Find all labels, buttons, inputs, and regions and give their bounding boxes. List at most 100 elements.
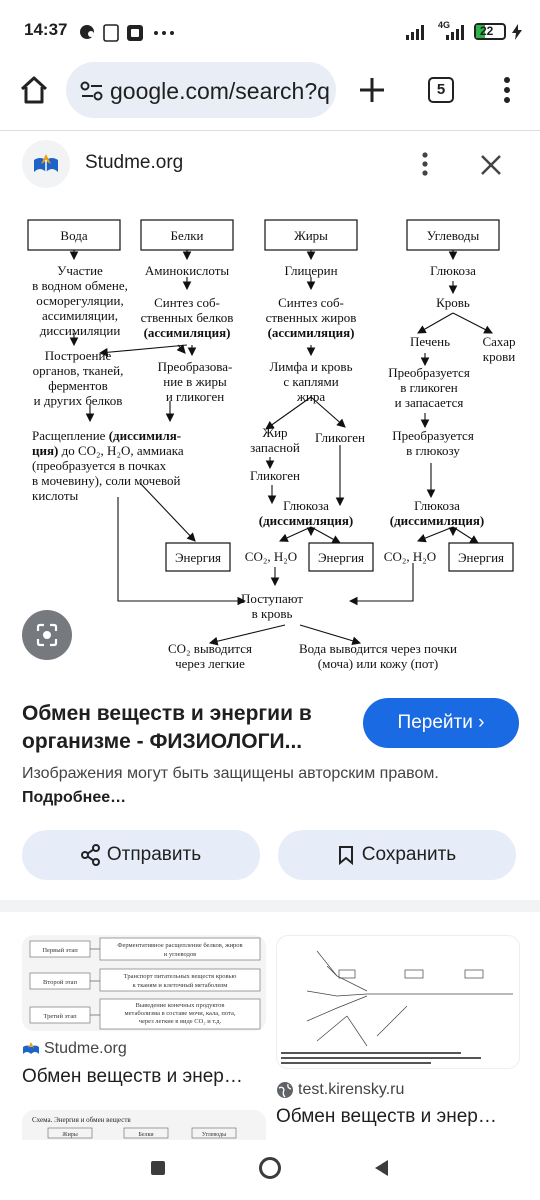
label-proteins: Белки	[171, 228, 204, 243]
metabolism-diagram[interactable]: Вода Белки Жиры Углеводы Энергия Энергия…	[0, 205, 540, 685]
carb-l6: Преобразуется	[388, 365, 470, 380]
bottom-l4: через легкие	[175, 656, 245, 671]
carb-l2: Кровь	[436, 295, 470, 310]
box-energy-1	[165, 542, 231, 572]
chevron-right-icon: ›	[478, 712, 485, 733]
thumb-r2: Второй этап	[43, 979, 77, 986]
bottom-l2: в кровь	[252, 606, 293, 621]
related-thumb-3[interactable]: Схема. Энергия и обмен веществ Жиры Белк…	[22, 1110, 266, 1140]
share-button[interactable]: Отправить	[22, 830, 260, 880]
carb-l11: Глюкоза	[414, 498, 460, 513]
related-title-1[interactable]: Обмен веществ и энер…	[22, 1066, 243, 1087]
thumb3-c2: Белки	[138, 1132, 154, 1138]
thumb3-caption: Схема. Энергия и обмен веществ	[32, 1116, 131, 1124]
home-icon[interactable]	[18, 74, 50, 106]
build-l4: и других белков	[34, 393, 123, 408]
thumb-r3c: метаболизма в составе мочи, кала, пота,	[125, 1010, 236, 1017]
status-bar: 14:37 4G 22	[0, 0, 540, 60]
more-info-link[interactable]: Подробнее…	[22, 789, 127, 806]
carb-l7: в гликоген	[400, 380, 458, 395]
site-settings-icon[interactable]	[80, 80, 104, 102]
build-l3: ферментов	[48, 378, 108, 393]
tab-switcher-button[interactable]: 5	[428, 77, 454, 103]
new-tab-icon[interactable]	[358, 76, 386, 104]
water-l5: диссимиляции	[40, 323, 121, 338]
fat-l8: Жир	[262, 425, 287, 440]
split-l3: (преобразуется в почках	[32, 458, 167, 473]
svg-text:Расщепление (диссимиля-: Расщепление (диссимиля-	[32, 428, 181, 443]
fat-l4: (ассимиляция)	[268, 325, 355, 340]
network-label: 4G	[438, 20, 451, 30]
more-menu-icon[interactable]	[502, 76, 512, 104]
fat-l12: Глюкоза	[283, 498, 329, 513]
label-energy-3: Энергия	[458, 550, 504, 565]
share-icon	[80, 843, 100, 866]
close-icon[interactable]	[480, 154, 502, 176]
lens-icon	[36, 623, 58, 647]
back-icon[interactable]	[372, 1158, 390, 1178]
related-source-2[interactable]: test.kirensky.ru	[298, 1081, 405, 1098]
visit-button-label: Перейти	[397, 712, 473, 733]
box-energy-3	[448, 542, 514, 572]
carb-l12: (диссимиляция)	[390, 513, 484, 528]
visit-button[interactable]: Перейти ›	[363, 698, 519, 748]
svg-text:ция) до CO₂, H₂O, аммиака: ция) до CO₂, H₂O, аммиака	[32, 443, 184, 458]
source-more-icon[interactable]	[420, 152, 430, 178]
protein-l4: (ассимиляция)	[144, 325, 231, 340]
fat-l3: ственных жиров	[266, 310, 357, 325]
share-label: Отправить	[106, 844, 202, 865]
protein-l2: Синтез соб-	[154, 295, 220, 310]
studme-favicon-icon	[23, 1042, 39, 1054]
related-title-2[interactable]: Обмен веществ и энер…	[276, 1106, 497, 1127]
bottom-l5: Вода выводится через почки	[299, 641, 457, 656]
battery-icon: 22	[474, 23, 506, 40]
fat-l9: запасной	[250, 440, 300, 455]
carb-l10: в глюкозу	[406, 443, 460, 458]
system-nav-bar	[0, 1140, 540, 1200]
split-l5: кислоты	[32, 488, 79, 503]
fat-l5: Лимфа и кровь	[269, 359, 352, 374]
split-l4: в мочевину), соли мочевой	[32, 473, 181, 488]
home-nav-icon[interactable]	[259, 1157, 281, 1179]
bottom-l3: CO₂ выводится	[168, 641, 252, 656]
save-button[interactable]: Сохранить	[278, 830, 516, 880]
fat-l11: Гликоген	[315, 430, 365, 445]
save-label: Сохранить	[361, 844, 457, 865]
box-energy-2	[308, 542, 374, 572]
bottom-l6: (моча) или кожу (пот)	[318, 656, 438, 671]
related-source-1[interactable]: Studme.org	[44, 1040, 127, 1057]
carb-l4: Сахар	[482, 334, 515, 349]
protein-l1: Аминокислоты	[145, 263, 230, 278]
fat-l10: Гликоген	[250, 468, 300, 483]
source-favicon	[22, 140, 70, 188]
source-name[interactable]: Studme.org	[85, 152, 184, 173]
stages-diagram-thumb: Первый этап Ферментативное расщепление б…	[29, 937, 261, 1030]
related-thumb-2[interactable]	[276, 935, 520, 1069]
result-title[interactable]: Обмен веществ и энергии в организме - ФИ…	[22, 702, 312, 753]
split-l2a: ция)	[32, 443, 58, 458]
thumb3-c1: Жиры	[62, 1132, 78, 1138]
lens-button[interactable]	[22, 610, 72, 660]
recents-icon[interactable]	[151, 1161, 165, 1175]
notification-icons	[80, 24, 174, 42]
energy-scheme-thumb: Схема. Энергия и обмен веществ Жиры Белк…	[32, 1116, 237, 1139]
water-l3: осморегуляции,	[36, 293, 123, 308]
fat-l13: (диссимиляция)	[259, 513, 353, 528]
energy-flow-thumb	[281, 950, 513, 1064]
thumb-r1: Первый этап	[42, 947, 78, 954]
protein-l5: Преобразова-	[158, 359, 233, 374]
bottom-l1: Поступают	[241, 591, 303, 606]
url-bar[interactable]	[66, 62, 336, 118]
tab-count: 5	[436, 81, 446, 98]
copyright-notice: Изображения могут быть защищены авторски…	[22, 762, 512, 810]
carb-l3: Печень	[410, 334, 450, 349]
book-logo-icon	[34, 154, 58, 172]
label-water: Вода	[60, 228, 87, 243]
related-thumb-1[interactable]: Первый этап Ферментативное расщепление б…	[22, 935, 266, 1031]
split-l1b: (диссимиля-	[109, 428, 181, 443]
status-time: 14:37	[24, 20, 68, 39]
protein-l6: ние в жиры	[163, 374, 227, 389]
carb-l5: крови	[483, 349, 515, 364]
url-text: google.com/search?q	[110, 78, 330, 104]
protein-l3: ственных белков	[141, 310, 234, 325]
